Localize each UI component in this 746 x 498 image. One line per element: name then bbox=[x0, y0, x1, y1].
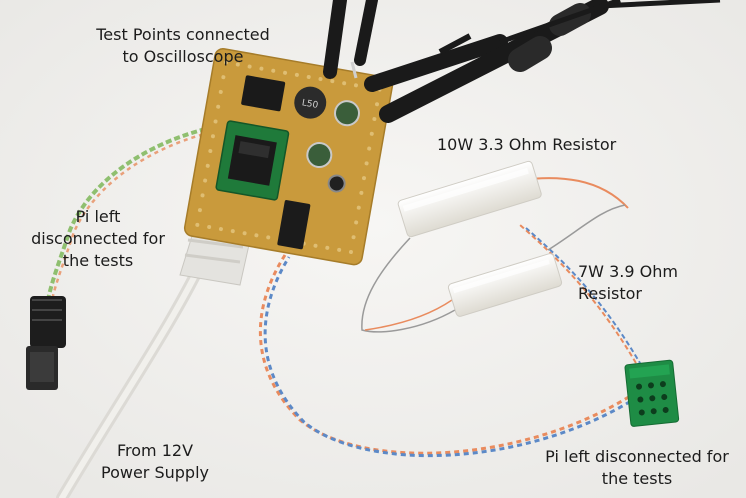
capacitor bbox=[306, 142, 333, 169]
label-line: Resistor bbox=[578, 284, 642, 303]
label-test-points: Test Points connected to Oscilloscope bbox=[88, 24, 278, 68]
label-pi-left-disconnected-2: Pi left disconnected for the tests bbox=[532, 446, 742, 490]
resistor-10w bbox=[397, 160, 542, 238]
inductor-marking: L50 bbox=[301, 98, 319, 111]
label-line: Pi left bbox=[75, 207, 121, 226]
header-connector bbox=[277, 200, 311, 250]
terminal-block bbox=[624, 359, 680, 427]
resistor-7w bbox=[447, 253, 563, 317]
label-resistor-10w: 10W 3.3 Ohm Resistor bbox=[437, 135, 617, 154]
label-line: Pi left disconnected for bbox=[545, 447, 729, 466]
capacitor bbox=[327, 174, 346, 193]
label-resistor-7w: 7W 3.9 Ohm Resistor bbox=[578, 261, 678, 305]
twisted-wire-orange bbox=[258, 254, 633, 455]
label-line: disconnected for bbox=[31, 229, 165, 248]
label-line: the tests bbox=[601, 469, 673, 488]
ic-chip bbox=[241, 75, 286, 112]
capacitor bbox=[333, 100, 360, 127]
label-pi-left-disconnected: Pi left disconnected for the tests bbox=[28, 206, 168, 272]
pcb-board: L50 bbox=[183, 48, 394, 266]
label-line: 7W 3.9 Ohm bbox=[578, 262, 678, 281]
rj45-plug bbox=[26, 296, 66, 390]
label-line: Test Points connected bbox=[96, 25, 270, 44]
label-line: to Oscilloscope bbox=[122, 47, 244, 66]
label-line: Power Supply bbox=[101, 463, 209, 482]
label-line: the tests bbox=[62, 251, 134, 270]
twisted-wire-blue bbox=[263, 256, 637, 458]
label-power-supply: From 12V Power Supply bbox=[90, 440, 220, 484]
label-line: From 12V bbox=[116, 441, 194, 460]
inductor bbox=[294, 86, 327, 119]
oscilloscope-probes bbox=[323, 0, 721, 123]
